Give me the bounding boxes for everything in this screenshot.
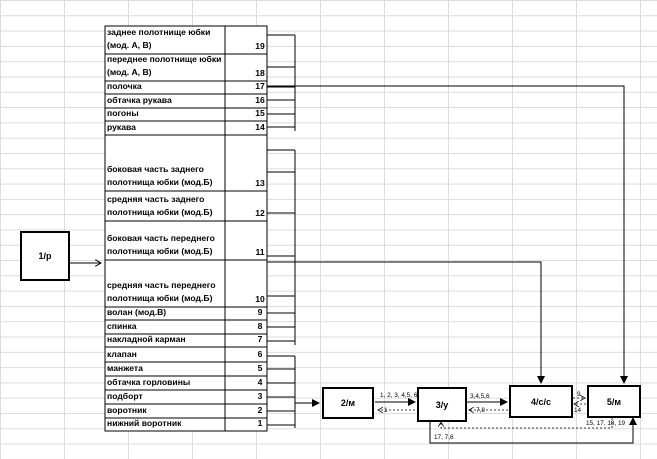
part-row-label: погоны	[107, 108, 139, 118]
part-row-label: полочка	[107, 81, 142, 91]
part-row-number: 12	[255, 208, 265, 218]
flow-label-4-5: 9	[577, 391, 581, 398]
node-2-m: 2/м	[322, 387, 374, 419]
part-row-label: обтачка рукава	[107, 95, 172, 105]
part-row-number: 10	[255, 294, 265, 304]
part-row-label: накладной карман	[107, 334, 186, 344]
flow-label-4-3: 7,8	[476, 407, 485, 414]
part-row-label: средняя часть переднего полотнища юбки (…	[107, 280, 216, 303]
part-row-number: 16	[255, 95, 265, 105]
flow-label-3-2: 1	[384, 407, 388, 414]
part-row-number: 3	[257, 391, 263, 401]
part-row-number: 2	[257, 405, 263, 415]
part-row-number: 15	[255, 108, 265, 118]
flow-label-3-4: 3,4,5,6	[470, 393, 490, 400]
part-row-number: 19	[255, 41, 265, 51]
part-row-label: волан (мод.В)	[107, 307, 167, 317]
part-row-label: боковая часть переднего полотнища юбки (…	[107, 233, 215, 256]
part-row-label: воротник	[107, 405, 147, 415]
part-row-number: 6	[257, 349, 263, 359]
node-3-y: 3/у	[417, 387, 467, 422]
part-row-label: манжета	[107, 363, 143, 373]
part-row-label: переднее полотнище юбки (мод. А, В)	[107, 54, 222, 77]
flow-label-5-4: 14	[574, 407, 582, 414]
flow-label-bottom: 17, 7,6	[434, 434, 454, 441]
part-row-number: 4	[257, 377, 263, 387]
part-row-number: 17	[255, 81, 265, 91]
part-row-label: спинка	[107, 321, 137, 331]
part-row-number: 9	[257, 307, 263, 317]
part-row-number: 8	[257, 321, 263, 331]
part-row-number: 13	[255, 178, 265, 188]
flow-label-5-3: 15, 17, 18, 19	[586, 420, 626, 427]
part-row-number: 5	[257, 363, 263, 373]
part-row-label: заднее полотнище юбки (мод. А, В)	[107, 27, 211, 50]
part-row-label: подборт	[107, 391, 143, 401]
part-row-number: 18	[255, 68, 265, 78]
part-row-label: средняя часть заднего полотнища юбки (мо…	[107, 194, 213, 217]
part-row-number: 14	[255, 122, 265, 132]
group-brackets	[267, 34, 296, 428]
part-row-number: 7	[257, 334, 263, 344]
part-row-label: боковая часть заднего полотнища юбки (мо…	[107, 164, 213, 187]
flow-label-2-3: 1, 2, 3, 4,5, 6	[380, 392, 418, 399]
node-5-m: 5/м	[587, 385, 641, 418]
part-row-number: 11	[255, 247, 265, 257]
part-row-label: клапан	[107, 349, 137, 359]
part-row-label: нижний воротник	[107, 418, 182, 428]
part-row-label: обтачка горловины	[107, 377, 191, 387]
part-row-label: рукава	[107, 122, 136, 132]
node-1-p: 1/р	[20, 231, 70, 281]
part-row-number: 1	[257, 418, 263, 428]
node-4-c-c: 4/с/с	[509, 385, 573, 418]
